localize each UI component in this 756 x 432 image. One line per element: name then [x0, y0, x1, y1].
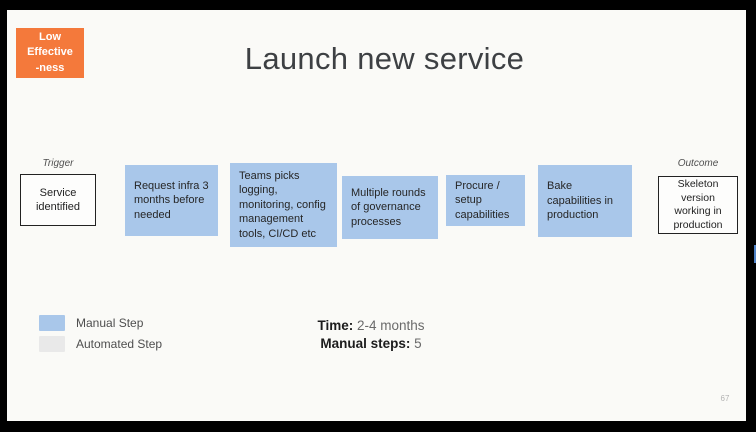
- outcome-box: Skeleton version working in production: [658, 176, 738, 234]
- summary-stats: Time: 2-4 months Manual steps: 5: [261, 317, 481, 353]
- trigger-text: Service identified: [35, 187, 81, 213]
- step-box-procure: Procure / setup capabilities: [446, 175, 525, 226]
- step-text: Request infra 3 months before needed: [134, 179, 209, 221]
- trigger-label: Trigger: [42, 158, 74, 169]
- step-text: Procure / setup capabilities: [455, 179, 510, 221]
- trigger-box: Service identified: [20, 174, 96, 226]
- legend-label: Manual Step: [76, 316, 144, 330]
- step-box-teams-picks: Teams picks logging, monitoring, config …: [230, 163, 337, 247]
- badge-line: Low: [39, 30, 61, 43]
- step-text: Bake capabilities in production: [547, 180, 614, 222]
- step-box-request-infra: Request infra 3 months before needed: [125, 165, 218, 236]
- legend-label: Automated Step: [76, 337, 163, 351]
- legend-item-automated: Automated Step: [39, 336, 162, 352]
- badge-line: -ness: [35, 61, 65, 74]
- time-label: Time:: [317, 318, 354, 333]
- badge-line: Effective: [27, 46, 73, 59]
- manual-step-swatch: [39, 315, 65, 331]
- outcome-text: Skeleton version working in production: [673, 178, 723, 231]
- step-box-bake: Bake capabilities in production: [538, 165, 632, 237]
- page-number: 67: [720, 394, 730, 403]
- step-text: Multiple rounds of governance processes: [351, 186, 426, 228]
- outcome-label: Outcome: [677, 158, 719, 169]
- manual-steps-label: Manual steps:: [320, 336, 411, 351]
- presentation-slide: Low Effective -ness Launch new service T…: [7, 10, 746, 421]
- automated-step-swatch: [39, 336, 65, 352]
- manual-steps-value: 5: [414, 336, 422, 351]
- slide-title: Launch new service: [244, 41, 525, 76]
- legend-item-manual: Manual Step: [39, 315, 143, 331]
- time-stat: Time: 2-4 months: [261, 317, 481, 335]
- manual-steps-stat: Manual steps: 5: [261, 335, 481, 353]
- step-text: Teams picks logging, monitoring, config …: [239, 169, 326, 240]
- time-value: 2-4 months: [356, 318, 425, 333]
- screen-edge-artifact: [754, 245, 756, 263]
- step-box-governance: Multiple rounds of governance processes: [342, 176, 438, 239]
- effectiveness-badge: Low Effective -ness: [16, 28, 84, 78]
